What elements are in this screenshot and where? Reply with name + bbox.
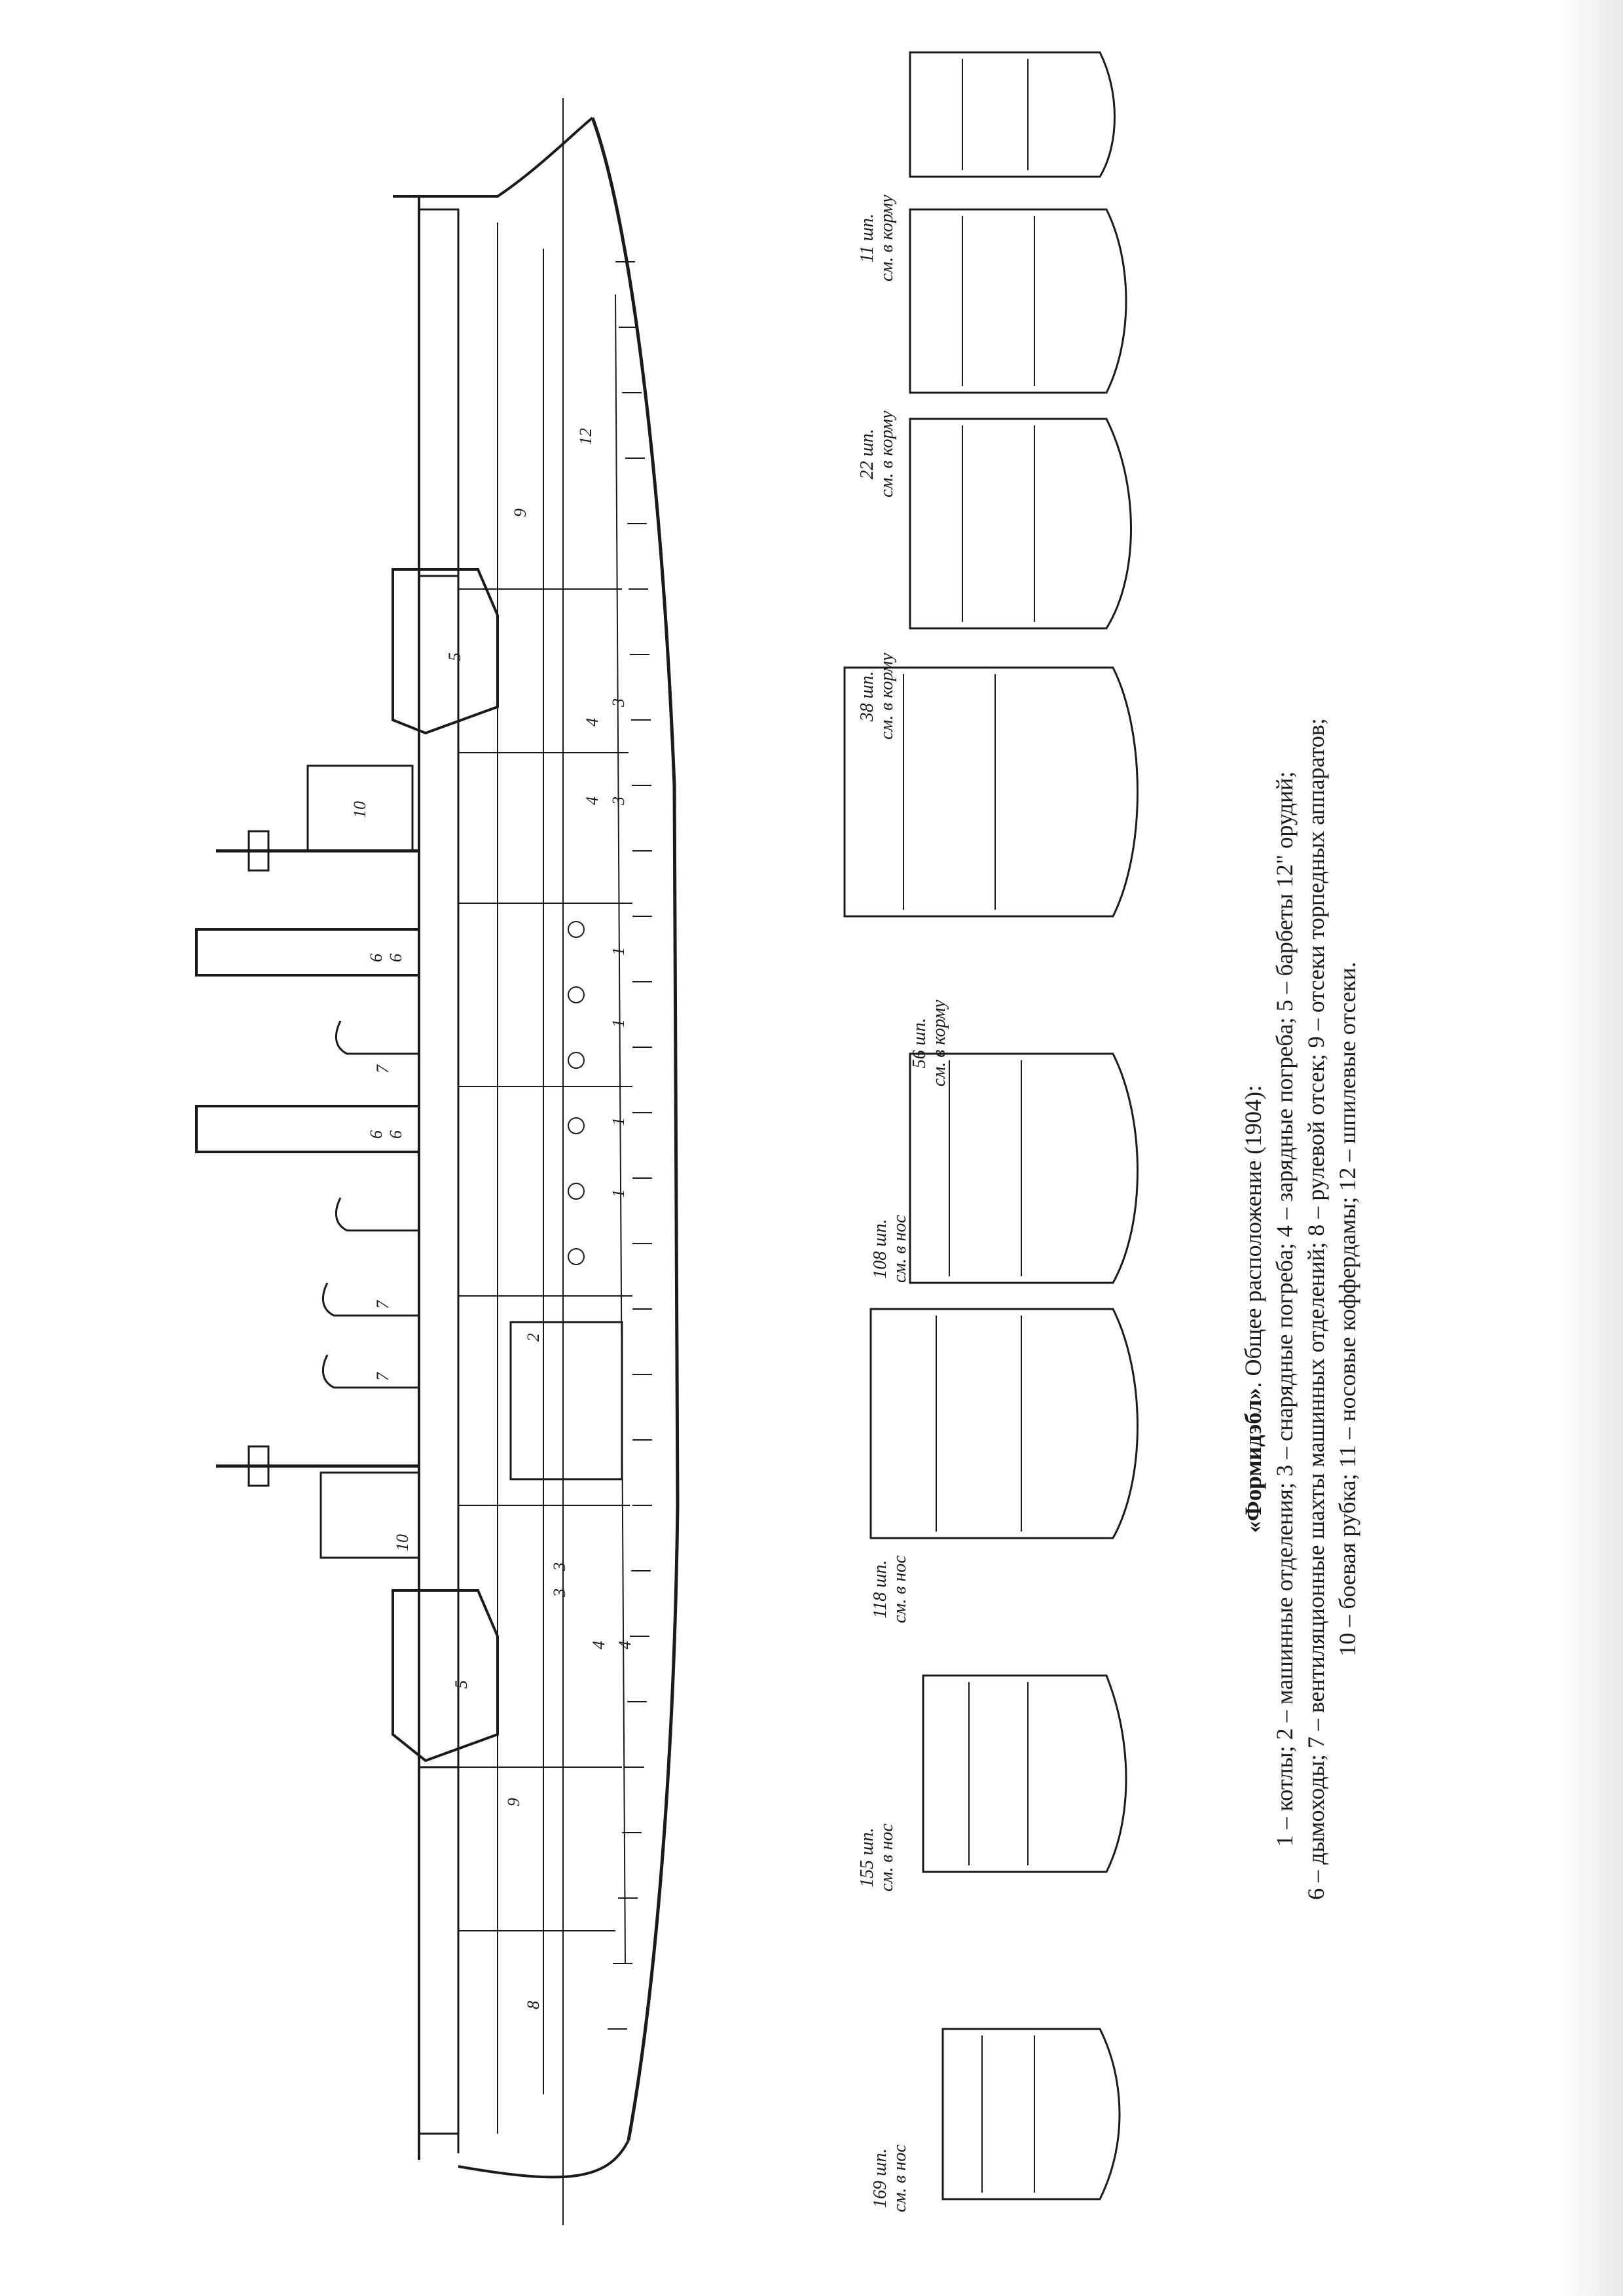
caption-title-rest: . Общее расположение (1904): [1240, 1085, 1266, 1388]
section-direction: см. в нос [877, 1823, 897, 1892]
cross-sections [843, 51, 1139, 2200]
section-frame: 11 шп. [857, 213, 877, 263]
longitudinal-profile [195, 98, 680, 2225]
caption-title: «Формидэбл». Общее расположение (1904): [1237, 524, 1269, 2094]
profile-number: 9 [511, 509, 530, 517]
section-label-169: 169 шп. см. в нос [870, 2144, 910, 2212]
vent-3 [321, 1282, 419, 1317]
profile-number: 4 [615, 1641, 634, 1649]
section-frame: 155 шп. [857, 1827, 877, 1888]
profile-number: 1 [609, 1117, 628, 1126]
boiler-marks [568, 921, 585, 1265]
profile-number: 8 [524, 2001, 543, 2009]
section-inner-lines [903, 59, 1035, 2193]
frame-ticks [608, 261, 652, 2030]
profile-number: 4 [589, 1641, 608, 1649]
profile-number: 7 [373, 1372, 392, 1381]
section-label-22: 22 шп. см. в корму [857, 410, 897, 497]
vent-4 [321, 1354, 419, 1389]
section-label-38: 38 шп. см. в корму [857, 653, 897, 740]
section-direction: см. в корму [877, 653, 897, 740]
section-label-118: 118 шп. см. в нос [870, 1555, 910, 1623]
inner-bottom-line [615, 294, 626, 1964]
profile-number: 6 [367, 1130, 386, 1139]
section-155 [922, 1674, 1127, 1873]
fore-funnel [195, 1105, 420, 1153]
figure-caption: «Формидэбл». Общее расположение (1904): … [1237, 524, 1363, 2094]
bow-outline [458, 2140, 630, 2179]
profile-number: 5 [445, 653, 464, 661]
section-label-155: 155 шп. см. в нос [857, 1823, 897, 1892]
section-56 [843, 666, 1139, 918]
section-label-11: 11 шп. см. в корму [857, 194, 897, 281]
profile-number: 2 [524, 1333, 543, 1342]
section-direction: см. в нос [890, 2144, 910, 2212]
fore-mast-top [247, 1445, 270, 1487]
profile-number: 3 [550, 1562, 569, 1571]
profile-number: 4 [583, 797, 602, 805]
profile-number: 7 [373, 1065, 392, 1073]
section-frame: 56 шп. [909, 1018, 930, 1069]
profile-number: 6 [367, 954, 386, 962]
stern-outline [393, 117, 594, 198]
profile-number: 3 [550, 1588, 569, 1597]
caption-legend-line: 10 – боевая рубка; 11 – носовые кофферда… [1334, 961, 1360, 1657]
profile-number: 9 [504, 1798, 523, 1806]
profile-number: 7 [373, 1300, 392, 1309]
bulkheads [458, 588, 632, 1931]
aft-barbette [392, 568, 499, 735]
profile-number: 10 [350, 801, 369, 818]
caption-legend-line: 6 – дымоходы; 7 – вентиляционные шахты м… [1303, 718, 1329, 1900]
stern-superstructure [418, 208, 460, 577]
section-frame: 118 шп. [870, 1560, 890, 1619]
fore-conning-tower [319, 1471, 420, 1559]
caption-title-ship-name: «Формидэбл» [1240, 1388, 1266, 1534]
section-label-108: 108 шп. см. в нос [870, 1215, 910, 1283]
profile-number: 3 [609, 698, 628, 707]
profile-number: 5 [452, 1680, 471, 1689]
profile-number: 1 [609, 1189, 628, 1198]
section-108 [909, 1052, 1139, 1284]
section-169 [941, 2028, 1121, 2200]
section-118 [869, 1308, 1139, 1539]
profile-number: 12 [576, 428, 595, 445]
profile-number: 1 [609, 947, 628, 956]
section-label-56: 56 шп. см. в корму [909, 999, 949, 1086]
hull-bottom-line [591, 117, 680, 2141]
section-11 [909, 51, 1116, 178]
profile-number: 6 [386, 954, 405, 962]
aft-mast-top [247, 830, 270, 872]
section-direction: см. в корму [929, 999, 949, 1086]
vent-1 [335, 1020, 419, 1055]
engine-room [509, 1321, 623, 1480]
profile-number: 1 [609, 1019, 628, 1028]
section-direction: см. в нос [890, 1215, 910, 1283]
section-frame: 38 шп. [857, 671, 877, 722]
section-direction: см. в корму [877, 410, 897, 497]
profile-number: 4 [583, 718, 602, 726]
section-22 [909, 208, 1127, 394]
profile-number: 10 [393, 1534, 412, 1551]
aft-funnel [195, 928, 420, 977]
section-frame: 169 шп. [870, 2148, 890, 2208]
profile-number: 3 [609, 797, 628, 805]
bow-superstructure [418, 1766, 460, 2135]
section-direction: см. в корму [877, 194, 897, 281]
section-frame: 22 шп. [857, 429, 877, 480]
fore-barbette [392, 1589, 499, 1763]
caption-legend-line: 1 – котлы; 2 – машинные отделения; 3 – с… [1271, 771, 1298, 1847]
vent-2 [335, 1197, 419, 1232]
section-frame: 108 шп. [870, 1219, 890, 1279]
section-direction: см. в нос [890, 1555, 910, 1623]
profile-number: 6 [386, 1130, 405, 1139]
page-edge-shadow [1558, 0, 1623, 2296]
section-38 [909, 418, 1132, 630]
